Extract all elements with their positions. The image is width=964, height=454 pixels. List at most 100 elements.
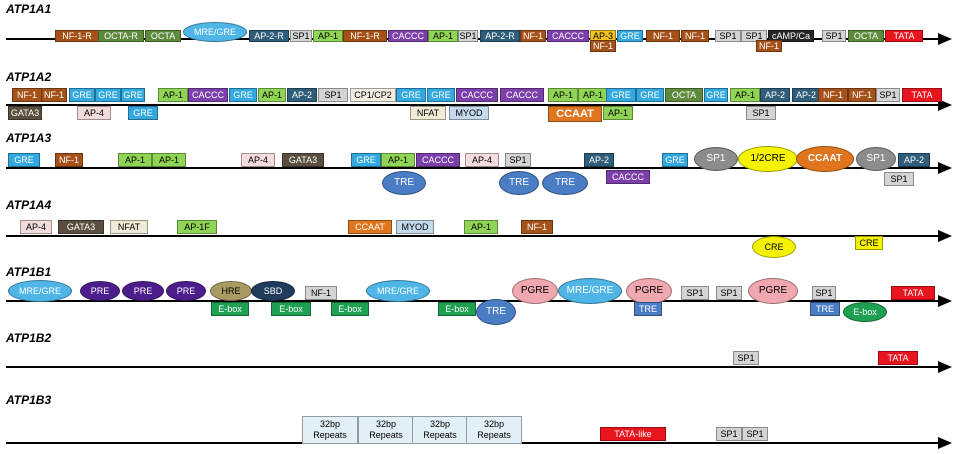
element-nf-1: NF-1 bbox=[12, 88, 42, 102]
element-ap-4: AP-4 bbox=[465, 153, 499, 167]
element-e-box: E-box bbox=[843, 302, 887, 322]
element-gre: GRE bbox=[229, 88, 257, 102]
gene-label-atp1a4: ATP1A4 bbox=[6, 198, 52, 212]
element-sbd: SBD bbox=[251, 281, 295, 301]
element-myod: MYOD bbox=[449, 106, 489, 120]
element-tata: TATA bbox=[891, 286, 935, 300]
element-ap-1: AP-1 bbox=[730, 88, 760, 102]
promoter-axis-atp1b2 bbox=[6, 366, 940, 368]
element-caccc: CACCC bbox=[547, 30, 589, 42]
element-ccaat: CCAAT bbox=[348, 220, 392, 234]
element-mre-gre: MRE/GRE bbox=[558, 278, 622, 304]
element-32bp-repeats: 32bp Repeats bbox=[358, 416, 414, 444]
element-gre: GRE bbox=[69, 88, 95, 102]
axis-arrowhead bbox=[938, 437, 952, 449]
element-ap-2: AP-2 bbox=[584, 153, 614, 167]
element-gre: GRE bbox=[95, 88, 121, 102]
gene-label-atp1b2: ATP1B2 bbox=[6, 331, 52, 345]
element-mre-gre: MRE/GRE bbox=[8, 280, 72, 302]
element-e-box: E-box bbox=[211, 302, 249, 316]
element-pre: PRE bbox=[166, 281, 206, 301]
element-e-box: E-box bbox=[331, 302, 369, 316]
gene-label-atp1a3: ATP1A3 bbox=[6, 131, 52, 145]
element-tre: TRE bbox=[634, 302, 662, 316]
element-gre: GRE bbox=[617, 30, 643, 42]
element-pre: PRE bbox=[122, 281, 164, 301]
element-sp1: SP1 bbox=[681, 286, 709, 300]
element-tre: TRE bbox=[382, 171, 426, 195]
element-pgre: PGRE bbox=[626, 278, 672, 304]
element-sp1: SP1 bbox=[746, 106, 776, 120]
promoter-axis-atp1b1 bbox=[6, 300, 940, 302]
element-sp1: SP1 bbox=[318, 88, 348, 102]
element-sp1: SP1 bbox=[505, 153, 531, 167]
element-sp1: SP1 bbox=[876, 88, 900, 102]
element-hre: HRE bbox=[210, 281, 252, 301]
element-caccc: CACCC bbox=[188, 88, 228, 102]
axis-arrowhead bbox=[938, 295, 952, 307]
gene-label-atp1b1: ATP1B1 bbox=[6, 265, 52, 279]
element-myod: MYOD bbox=[396, 220, 434, 234]
element-tata: TATA bbox=[878, 351, 918, 365]
element-ap-4: AP-4 bbox=[241, 153, 275, 167]
element-cre: CRE bbox=[752, 236, 796, 258]
axis-arrowhead bbox=[938, 162, 952, 174]
element-pre: PRE bbox=[80, 281, 120, 301]
element-nf-1: NF-1 bbox=[590, 40, 616, 52]
element-tata-like: TATA-like bbox=[600, 427, 666, 441]
axis-arrowhead bbox=[938, 33, 952, 45]
element-1-2cre: 1/2CRE bbox=[738, 146, 798, 172]
element-caccc: CACCC bbox=[456, 88, 498, 102]
element-cp1-cp2: CP1/CP2 bbox=[350, 88, 396, 102]
element-e-box: E-box bbox=[271, 302, 311, 316]
element-octa-r: OCTA-R bbox=[98, 30, 144, 42]
element-sp1: SP1 bbox=[715, 30, 741, 42]
element-nf-1: NF-1 bbox=[681, 30, 709, 42]
element-ap-1: AP-1 bbox=[548, 88, 578, 102]
element-sp1: SP1 bbox=[458, 30, 478, 42]
element-ap-2: AP-2 bbox=[760, 88, 790, 102]
element-nf-1: NF-1 bbox=[305, 286, 337, 300]
element-ap-1: AP-1 bbox=[158, 88, 188, 102]
element-sp1: SP1 bbox=[694, 147, 738, 171]
element-ap-2-r: AP-2-R bbox=[249, 30, 289, 42]
element-gre: GRE bbox=[704, 88, 728, 102]
element-ap-1: AP-1 bbox=[313, 30, 343, 42]
axis-arrowhead bbox=[938, 230, 952, 242]
gene-label-atp1b3: ATP1B3 bbox=[6, 393, 52, 407]
element-ap-2: AP-2 bbox=[898, 153, 930, 167]
element-nf-1-r: NF-1-R bbox=[55, 30, 99, 42]
element-gre: GRE bbox=[427, 88, 455, 102]
element-tata: TATA bbox=[902, 88, 942, 102]
element-nf-1: NF-1 bbox=[520, 30, 546, 42]
element-nf-1: NF-1 bbox=[41, 88, 67, 102]
element-sp1: SP1 bbox=[716, 427, 742, 441]
element-ap-2-r: AP-2-R bbox=[480, 30, 520, 42]
element-32bp-repeats: 32bp Repeats bbox=[302, 416, 358, 444]
element-pgre: PGRE bbox=[512, 278, 558, 304]
element-gre: GRE bbox=[128, 106, 158, 120]
element-sp1: SP1 bbox=[856, 147, 896, 171]
element-gre: GRE bbox=[636, 88, 664, 102]
element-gata3: GATA3 bbox=[282, 153, 324, 167]
element-sp1: SP1 bbox=[812, 286, 836, 300]
element-ap-1f: AP-1F bbox=[177, 220, 217, 234]
element-gre: GRE bbox=[606, 88, 636, 102]
element-ap-1: AP-1 bbox=[381, 153, 415, 167]
element-tata: TATA bbox=[885, 30, 923, 42]
element-ccaat: CCAAT bbox=[796, 146, 854, 172]
element-sp1: SP1 bbox=[742, 427, 768, 441]
gene-label-atp1a1: ATP1A1 bbox=[6, 2, 52, 16]
element-ap-3: AP-3 bbox=[590, 30, 616, 42]
element-gata3: GATA3 bbox=[58, 220, 104, 234]
element-32bp-repeats: 32bp Repeats bbox=[466, 416, 522, 444]
element-gre: GRE bbox=[396, 88, 426, 102]
element-sp1: SP1 bbox=[716, 286, 742, 300]
element-ap-1: AP-1 bbox=[578, 88, 608, 102]
element-caccc: CACCC bbox=[388, 30, 428, 42]
element-gre: GRE bbox=[351, 153, 381, 167]
axis-arrowhead bbox=[938, 99, 952, 111]
element-octa: OCTA bbox=[665, 88, 703, 102]
element-gre: GRE bbox=[8, 153, 40, 167]
element-sp1: SP1 bbox=[822, 30, 846, 42]
